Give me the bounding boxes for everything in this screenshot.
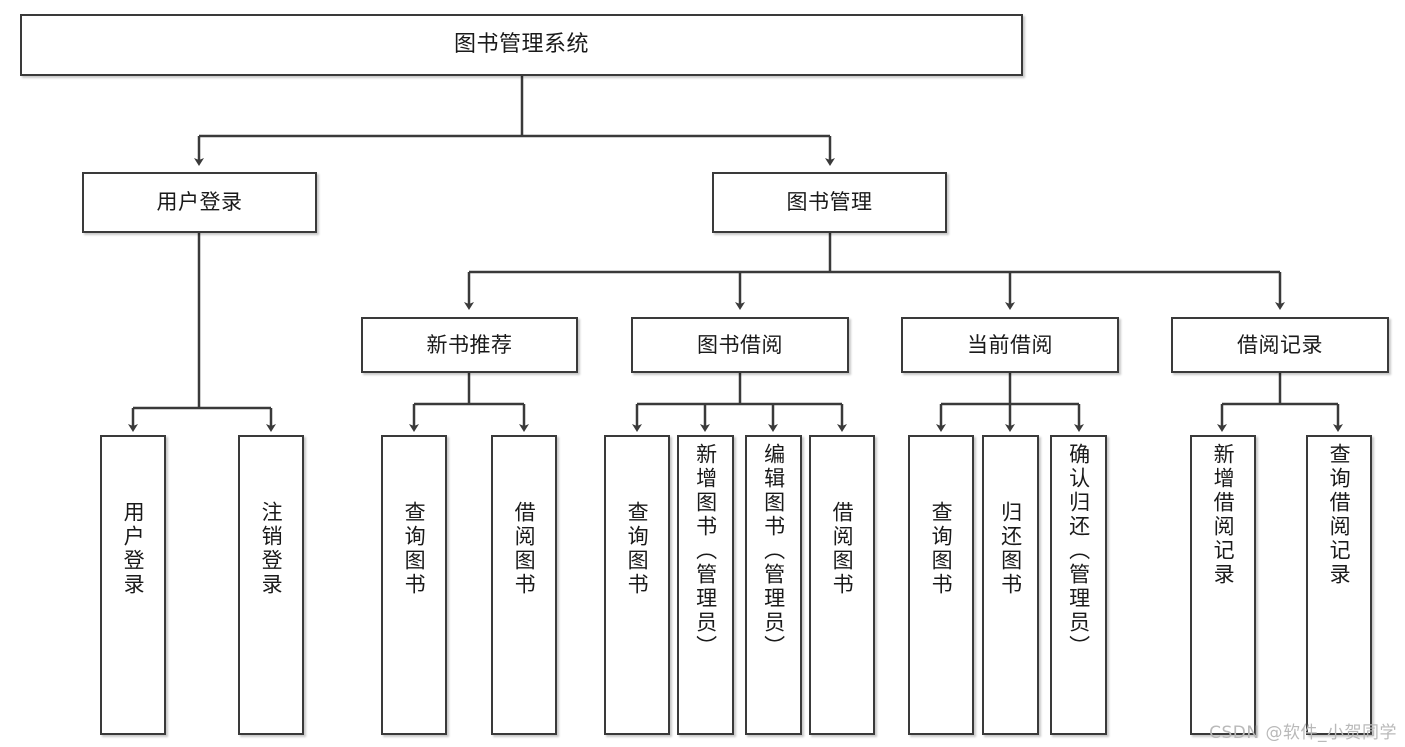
node-leaf-add-record[interactable]: 新增借阅记录	[1190, 435, 1256, 735]
node-label: 确认归还（管理员）	[1066, 443, 1091, 659]
node-label: 查询图书	[402, 501, 427, 597]
node-label: 用户登录	[156, 190, 243, 215]
node-label: 图书借阅	[697, 332, 783, 357]
node-label: 新增图书（管理员）	[693, 443, 718, 659]
node-label: 查询图书	[625, 501, 650, 597]
node-leaf-user-login[interactable]: 用户登录	[100, 435, 166, 735]
node-current-borrow[interactable]: 当前借阅	[901, 317, 1119, 373]
node-label: 借阅图书	[830, 501, 855, 597]
node-label: 查询借阅记录	[1327, 443, 1352, 587]
node-label: 借阅记录	[1237, 332, 1323, 357]
node-label: 归还图书	[998, 501, 1023, 597]
node-label: 新书推荐	[426, 332, 513, 357]
node-label: 查询图书	[929, 501, 954, 597]
node-leaf-query-book-1[interactable]: 查询图书	[381, 435, 447, 735]
node-leaf-return-book[interactable]: 归还图书	[982, 435, 1039, 735]
node-leaf-edit-book[interactable]: 编辑图书（管理员）	[745, 435, 802, 735]
node-label: 图书管理系统	[453, 31, 589, 57]
node-label: 用户登录	[121, 501, 146, 597]
node-leaf-logout-login[interactable]: 注销登录	[238, 435, 304, 735]
node-borrow-record[interactable]: 借阅记录	[1171, 317, 1389, 373]
node-book-manage[interactable]: 图书管理	[712, 172, 947, 233]
node-leaf-add-book[interactable]: 新增图书（管理员）	[677, 435, 734, 735]
node-label: 图书管理	[786, 190, 873, 215]
csdn-watermark: CSDN @软件_小贺同学	[1209, 723, 1397, 743]
node-label: 借阅图书	[512, 501, 537, 597]
node-label: 注销登录	[259, 501, 284, 597]
node-leaf-confirm-return[interactable]: 确认归还（管理员）	[1050, 435, 1107, 735]
node-leaf-query-record[interactable]: 查询借阅记录	[1306, 435, 1372, 735]
node-label: 编辑图书（管理员）	[761, 443, 786, 659]
node-leaf-borrow-book-1[interactable]: 借阅图书	[491, 435, 557, 735]
node-user-login[interactable]: 用户登录	[82, 172, 317, 233]
node-label: 新增借阅记录	[1211, 443, 1236, 587]
node-book-borrow[interactable]: 图书借阅	[631, 317, 849, 373]
node-leaf-query-book-2[interactable]: 查询图书	[604, 435, 670, 735]
node-leaf-borrow-book-2[interactable]: 借阅图书	[809, 435, 875, 735]
node-root-system[interactable]: 图书管理系统	[20, 14, 1023, 76]
node-label: 当前借阅	[967, 332, 1053, 357]
node-new-book-recommend[interactable]: 新书推荐	[361, 317, 578, 373]
node-leaf-query-book-3[interactable]: 查询图书	[908, 435, 974, 735]
